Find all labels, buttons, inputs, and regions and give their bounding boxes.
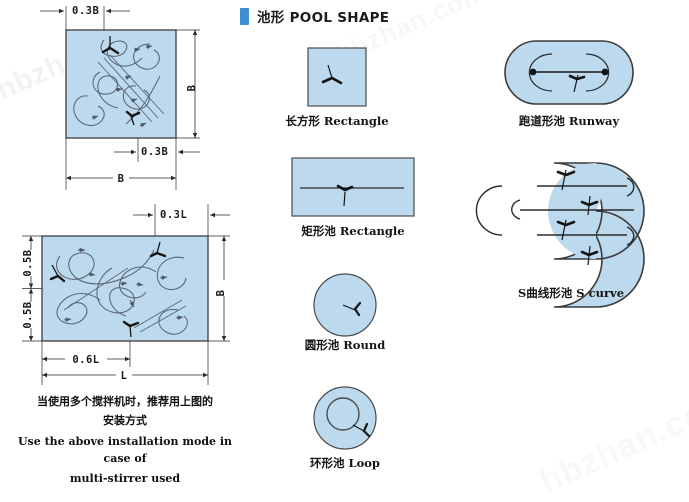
note-cn-line2: 安装方式 <box>103 414 147 427</box>
installation-note: 当使用多个搅拌机时，推荐用上图的 安装方式 Use the above inst… <box>12 392 238 487</box>
dim-label-bottom-0-3b: 0.3B <box>141 146 168 158</box>
caption-runway: 跑道形池 Runway <box>518 114 620 128</box>
dim-label-0-6l: 0.6L <box>72 354 99 366</box>
rectangular-tank-diagram: 0.3L 0.5B 0.5B B <box>22 204 232 385</box>
caption-loop: 环形池 Loop <box>310 456 380 470</box>
dimension-left-0-5b: 0.5B 0.5B <box>22 235 42 342</box>
dimension-bottom-b: B <box>65 138 176 190</box>
dim-label-left-lower-0-5b: 0.5B <box>22 301 34 328</box>
dimension-right-b: B <box>176 29 200 139</box>
stirrer-symbol <box>101 36 141 126</box>
stirrer-symbol <box>352 422 371 438</box>
dim-label-top-0-3b: 0.3B <box>72 5 99 17</box>
channel-arc-right <box>585 53 610 92</box>
stirrer-symbol <box>568 74 586 93</box>
caption-rectangle-wide: 矩形池 Rectangle <box>301 224 405 238</box>
shape-round <box>313 273 377 337</box>
flow-lines <box>56 249 188 335</box>
stirrer-symbol <box>49 241 167 338</box>
shape-runway <box>504 40 634 105</box>
dimension-bottom-0-3b: 0.3B <box>114 138 200 190</box>
page-title: 池形 POOL SHAPE <box>257 10 390 26</box>
wall-end-node <box>601 68 609 76</box>
stirrer-symbol <box>556 169 599 266</box>
note-en-line2: multi-stirrer used <box>69 472 181 485</box>
shape-loop <box>313 386 377 450</box>
dim-label-right-b-rect: B <box>215 290 227 297</box>
wall-end-node <box>529 68 537 76</box>
square-tank-diagram: 0.3B B 0.3B B <box>40 5 200 190</box>
dim-label-right-b: B <box>186 85 198 92</box>
shape-rectangle-square <box>307 47 367 107</box>
stirrer-symbol <box>321 64 343 85</box>
caption-round: 圆形池 Round <box>304 338 386 352</box>
caption-s-curve: S曲线形池 S curve <box>517 286 625 300</box>
dimension-right-b-rect: B <box>208 235 232 342</box>
dim-label-left-upper-0-5b: 0.5B <box>22 249 34 276</box>
dim-label-l: L <box>121 370 128 382</box>
dim-label-bottom-b: B <box>118 173 125 185</box>
note-cn-line1: 当使用多个搅拌机时，推荐用上图的 <box>37 395 213 408</box>
dimension-top-0-3l: 0.3L <box>133 204 230 236</box>
dim-label-top-0-3l: 0.3L <box>160 209 187 221</box>
dimension-top-0-3b: 0.3B <box>40 5 130 30</box>
note-en-line1: Use the above installation mode in case … <box>17 435 233 465</box>
shape-rectangle-wide <box>291 157 415 217</box>
dimension-bottom-l: L <box>42 341 209 385</box>
dimension-bottom-0-6l: 0.6L <box>41 341 131 385</box>
section-header: 池形 POOL SHAPE <box>240 6 389 26</box>
header-accent-bar <box>240 7 249 25</box>
stirrer-symbol <box>342 301 362 317</box>
channel-arc-left <box>528 53 553 92</box>
flow-lines <box>73 39 165 127</box>
caption-rectangle-square: 长方形 Rectangle <box>285 114 389 128</box>
shape-s-curve <box>475 162 645 308</box>
stirrer-symbol <box>336 184 354 207</box>
